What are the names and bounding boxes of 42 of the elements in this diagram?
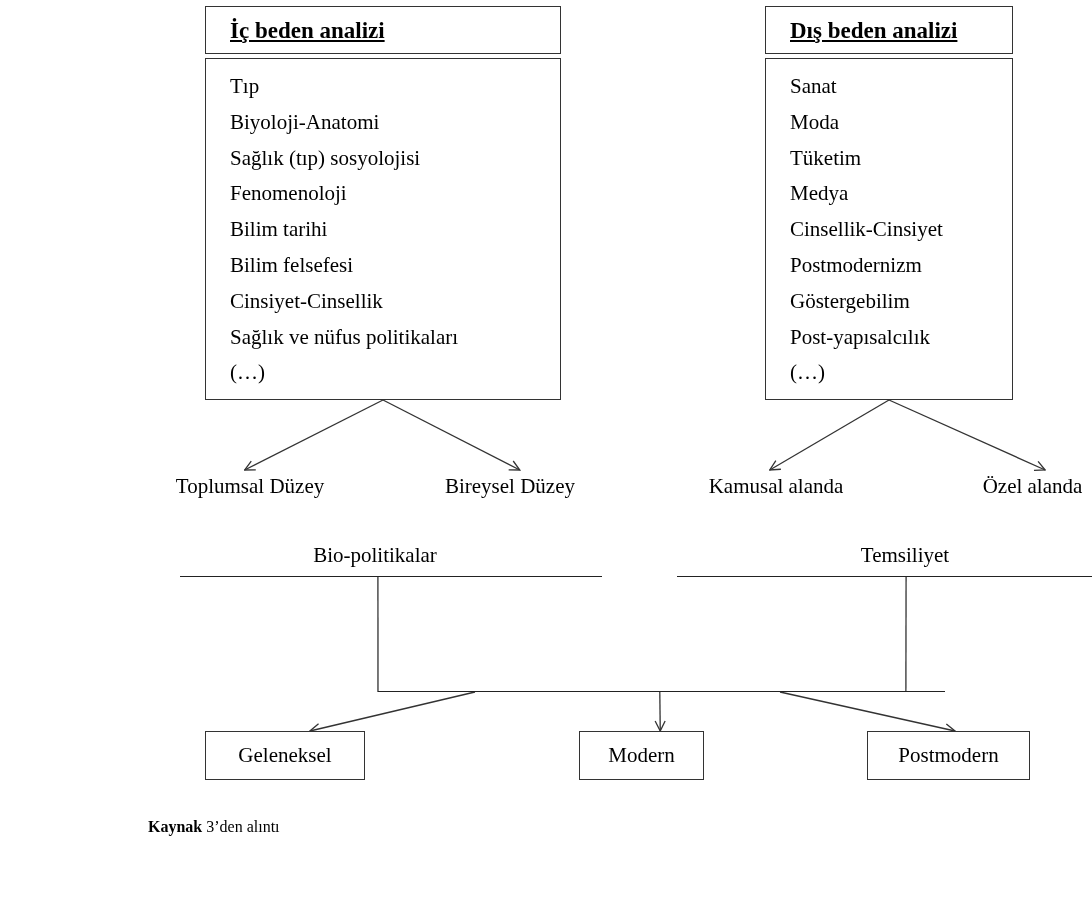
horizontal-bar	[180, 576, 602, 579]
arrow	[654, 691, 666, 732]
list-item: Cinsiyet-Cinsellik	[230, 287, 383, 315]
horizontal-bar	[677, 576, 1092, 579]
list-item: (…)	[230, 359, 265, 387]
list-box	[205, 58, 561, 400]
heading-box: Dış beden analizi	[765, 6, 1013, 54]
list-item: Sağlık ve nüfus politikaları	[230, 323, 459, 351]
text-label: Özel alanda	[975, 470, 1090, 504]
list-item: Biyoloji-Anatomi	[230, 108, 380, 136]
list-item: Bilim felsefesi	[230, 252, 354, 279]
list-item: Cinsellik-Cinsiyet	[790, 216, 943, 244]
list-item: (…)	[790, 359, 825, 387]
text-label: Kamusal alanda	[698, 470, 854, 504]
horizontal-bar	[378, 691, 945, 694]
list-item: Sağlık (tıp) sosyolojisi	[230, 144, 421, 172]
text-label: Temsiliyet	[845, 540, 965, 572]
connector-line	[377, 576, 379, 693]
text-label: Toplumsal Düzey	[160, 470, 340, 504]
list-item: Tıp	[230, 73, 260, 100]
text-label: Bireysel Düzey	[428, 470, 592, 504]
list-item: Göstergebilim	[790, 287, 910, 315]
period-box: Modern	[579, 731, 704, 780]
arrow	[769, 399, 890, 471]
list-item: Sanat	[790, 73, 837, 100]
list-item: Bilim tarihi	[230, 216, 328, 244]
caption: Kaynak 3’den alıntı	[148, 817, 280, 838]
list-item: Tüketim	[790, 144, 862, 172]
arrow	[888, 399, 1046, 472]
arrow	[382, 399, 521, 471]
connector-line	[905, 576, 907, 693]
heading-box: İç beden analizi	[205, 6, 561, 54]
list-item: Fenomenoloji	[230, 180, 347, 208]
period-box: Geleneksel	[205, 731, 365, 780]
list-item: Postmodernizm	[790, 252, 922, 279]
list-item: Moda	[790, 108, 839, 136]
arrow	[243, 399, 384, 471]
list-box	[765, 58, 1013, 400]
period-box: Postmodern	[867, 731, 1030, 780]
list-item: Medya	[790, 180, 849, 208]
text-label: Bio-politikalar	[295, 540, 455, 572]
list-item: Post-yapısalcılık	[790, 323, 930, 351]
